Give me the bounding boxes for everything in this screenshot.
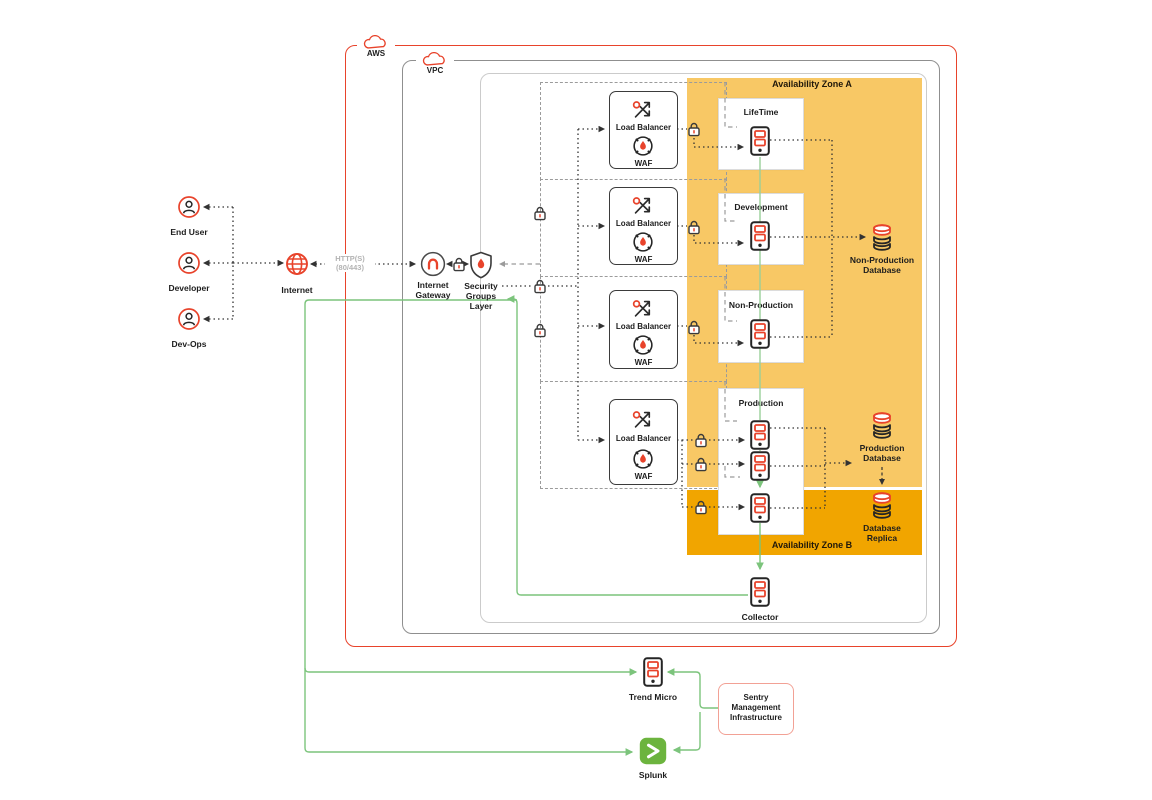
production-database-label-line2: Database (863, 453, 901, 463)
lock-icon (452, 256, 466, 272)
vpc-cloud-badge: VPC (416, 52, 454, 76)
internet-globe-icon (285, 252, 309, 276)
database-links (770, 139, 885, 509)
production-server-icon-2 (750, 451, 770, 481)
lock-icon (687, 219, 701, 235)
waf-label: WAF (610, 255, 677, 264)
security-groups-label-line2: Groups (465, 291, 497, 301)
load-balancer-label: Load Balancer (610, 434, 677, 443)
waf-label: WAF (610, 358, 677, 367)
waf-label: WAF (610, 472, 677, 481)
aws-cloud-icon (361, 35, 391, 50)
development-server-icon (750, 221, 770, 251)
zone-b-label: Availability Zone B (771, 540, 853, 550)
internet-gateway-label-line1: Internet (417, 280, 449, 290)
non-production-database-label-line2: Database (863, 265, 901, 275)
lock-icon (533, 322, 547, 338)
server-box-development: Development (718, 193, 804, 265)
user-connectors (202, 203, 285, 323)
dev-ops-icon (177, 307, 201, 331)
lock-icon (694, 499, 708, 515)
subnet-corner-dashes (724, 82, 740, 478)
load-balancer-3-box: Load Balancer WAF (609, 290, 678, 369)
green-monitoring-links (304, 157, 764, 756)
developer-icon (177, 251, 201, 275)
http-ports-line: (80/443) (325, 263, 375, 272)
lock-icon (687, 319, 701, 335)
developer-label: Developer (168, 283, 210, 293)
end-user-label: End User (170, 227, 208, 237)
lock-icon (533, 205, 547, 221)
trend-micro-label: Trend Micro (628, 692, 678, 702)
internet-gateway-icon (420, 251, 446, 277)
zone-a-label: Availability Zone A (772, 79, 852, 89)
load-balancer-2-box: Load Balancer WAF (609, 187, 678, 265)
trend-micro-server-icon (643, 657, 663, 687)
production-server-icon-3 (750, 493, 770, 523)
sentry-management-box: Sentry Management Infrastructure (718, 683, 794, 735)
load-balancer-label: Load Balancer (610, 322, 677, 331)
lb-to-server-links (677, 128, 746, 511)
non-production-database-label-line1: Non-Production (849, 255, 915, 265)
lock-icon (694, 456, 708, 472)
waf-label: WAF (610, 159, 677, 168)
vpc-inner-boundary (480, 73, 927, 623)
internet-gateway-label-line2: Gateway (415, 290, 451, 300)
load-balancer-label: Load Balancer (610, 123, 677, 132)
non-production-server-icon (750, 319, 770, 349)
production-server-icon-1 (750, 420, 770, 450)
database-replica-icon (871, 491, 893, 519)
security-groups-label-line1: Security (464, 281, 498, 291)
security-groups-shield-icon (468, 251, 494, 279)
http-protocol-line: HTTP(S) (325, 254, 375, 263)
lock-icon (687, 121, 701, 137)
sentry-label-line1: Sentry (743, 693, 769, 702)
http-protocol-label: HTTP(S) (80/443) (325, 254, 375, 272)
load-balancer-1-box: Load Balancer WAF (609, 91, 678, 169)
sentry-label-line3: Infrastructure (729, 713, 782, 722)
vpc-cloud-icon (420, 52, 450, 67)
internet-label: Internet (281, 285, 313, 295)
non-production-database-icon (871, 223, 893, 251)
sentry-label-line2: Management (731, 703, 781, 712)
lock-icon (533, 278, 547, 294)
vpc-boundary (402, 60, 940, 634)
collector-server-icon (750, 577, 770, 607)
aws-cloud-boundary (345, 45, 957, 647)
database-replica-label-line2: Replica (866, 533, 898, 543)
lifetime-server-icon (750, 126, 770, 156)
splunk-label: Splunk (638, 770, 668, 780)
security-groups-distribution (502, 125, 606, 444)
aws-cloud-badge: AWS (357, 35, 395, 59)
aws-label: AWS (366, 49, 386, 58)
collector-label: Collector (741, 612, 779, 622)
lock-icon (694, 432, 708, 448)
end-user-icon (177, 195, 201, 219)
security-groups-label-line3: Layer (469, 301, 493, 311)
database-replica-label-line1: Database (863, 523, 901, 533)
load-balancer-4-box: Load Balancer WAF (609, 399, 678, 485)
splunk-icon (639, 737, 667, 765)
load-balancer-label: Load Balancer (610, 219, 677, 228)
production-database-label-line1: Production (859, 443, 905, 453)
dev-ops-label: Dev-Ops (171, 339, 207, 349)
production-database-icon (871, 411, 893, 439)
vpc-label: VPC (426, 66, 444, 75)
